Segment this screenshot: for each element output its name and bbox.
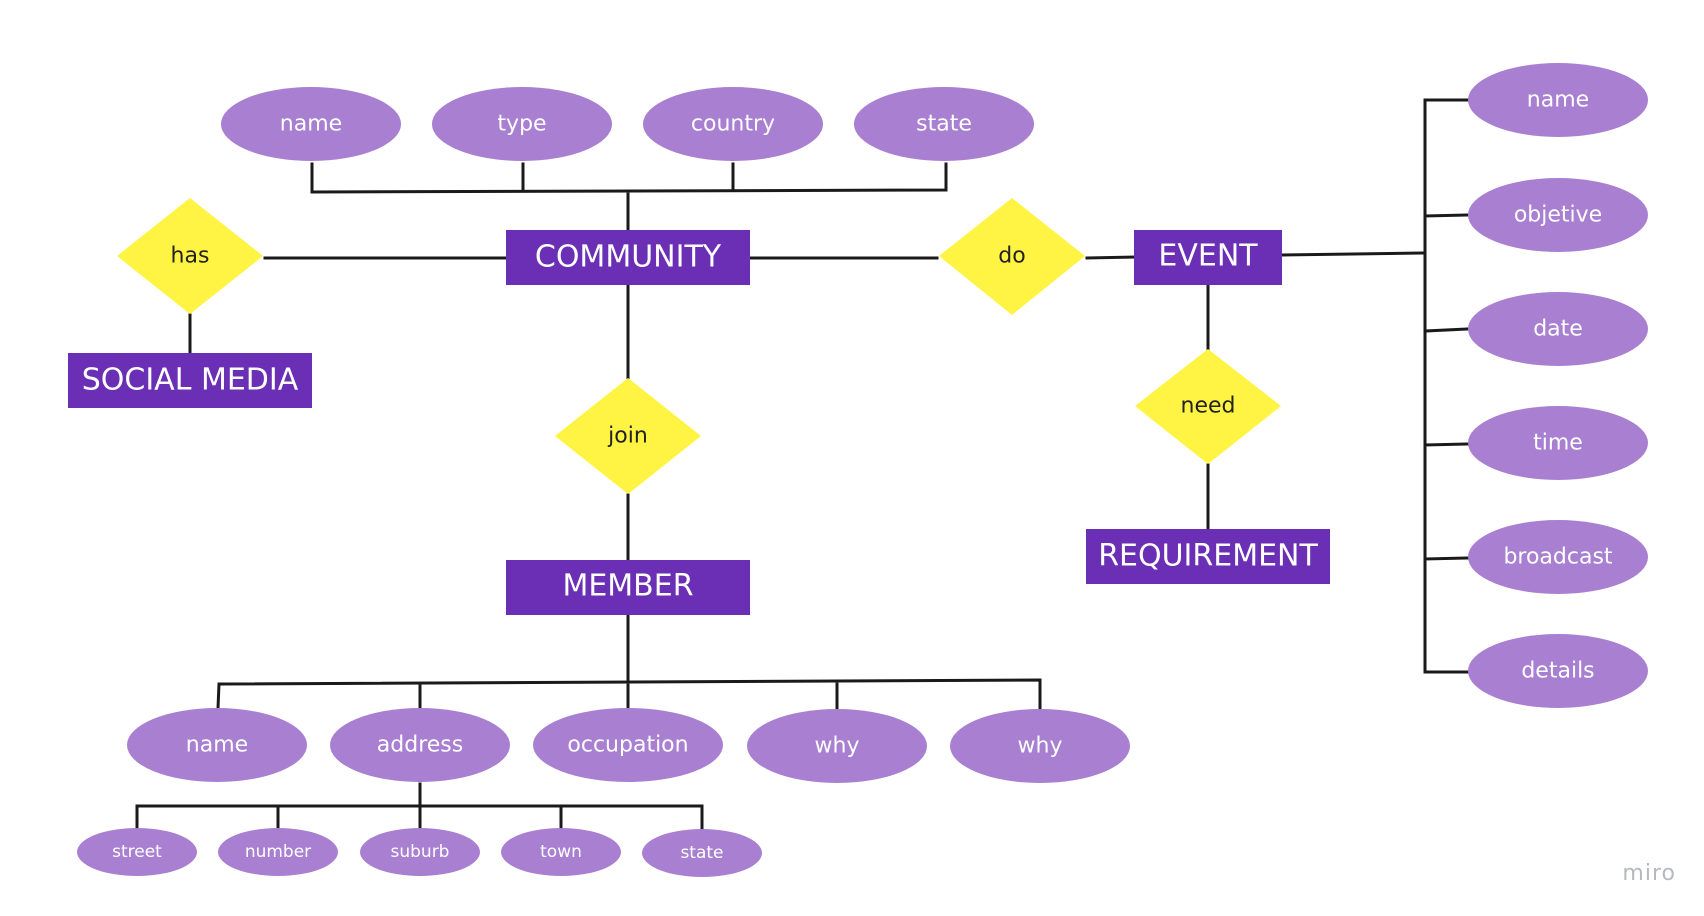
- svg-text:broadcast: broadcast: [1503, 545, 1612, 570]
- svg-text:SOCIAL MEDIA: SOCIAL MEDIA: [82, 363, 299, 398]
- member-attribute-address: address: [330, 708, 510, 782]
- svg-text:name: name: [280, 112, 342, 137]
- community-attribute-country: country: [643, 87, 823, 161]
- svg-text:street: street: [112, 842, 162, 862]
- svg-text:do: do: [998, 244, 1025, 269]
- event-attribute-details: details: [1468, 634, 1648, 708]
- event-attribute-objetive: objetive: [1468, 178, 1648, 252]
- event-attribute-time: time: [1468, 406, 1648, 480]
- address-attribute-town: town: [501, 828, 621, 876]
- entity-community: COMMUNITY: [506, 230, 750, 285]
- connector-lines: [135, 98, 1469, 830]
- svg-text:COMMUNITY: COMMUNITY: [535, 240, 722, 275]
- event-attribute-date: date: [1468, 292, 1648, 366]
- event-attribute-broadcast: broadcast: [1468, 520, 1648, 594]
- member-attribute-name: name: [127, 708, 307, 782]
- svg-text:town: town: [540, 842, 582, 862]
- line-event-attributes: [1280, 98, 1469, 674]
- svg-text:occupation: occupation: [567, 733, 688, 758]
- entity-member: MEMBER: [506, 560, 750, 615]
- svg-text:state: state: [916, 112, 972, 137]
- community-attribute-name: name: [221, 87, 401, 161]
- svg-text:why: why: [815, 734, 860, 759]
- svg-text:REQUIREMENT: REQUIREMENT: [1098, 539, 1318, 574]
- address-attribute-suburb: suburb: [360, 828, 480, 876]
- address-attribute-state: state: [642, 829, 762, 877]
- svg-text:has: has: [171, 244, 210, 269]
- member-attribute-why-2: why: [950, 709, 1130, 783]
- entity-social-media: SOCIAL MEDIA: [68, 353, 312, 408]
- svg-text:objetive: objetive: [1514, 203, 1602, 228]
- line-community-attributes: [310, 162, 948, 234]
- svg-text:EVENT: EVENT: [1158, 239, 1258, 274]
- line-address-attributes: [135, 782, 704, 830]
- address-attribute-number: number: [218, 828, 338, 876]
- svg-text:country: country: [691, 112, 775, 137]
- relationship-join: join: [555, 378, 701, 494]
- svg-text:date: date: [1533, 317, 1583, 342]
- entity-event: EVENT: [1134, 230, 1282, 285]
- svg-text:name: name: [186, 733, 248, 758]
- svg-text:MEMBER: MEMBER: [562, 569, 693, 604]
- svg-text:type: type: [497, 112, 546, 137]
- svg-text:time: time: [1533, 431, 1583, 456]
- svg-text:suburb: suburb: [391, 842, 450, 862]
- member-attribute-why-1: why: [747, 709, 927, 783]
- member-attribute-occupation: occupation: [533, 708, 723, 782]
- address-attribute-street: street: [77, 828, 197, 876]
- svg-text:number: number: [245, 842, 311, 862]
- event-attribute-name: name: [1468, 63, 1648, 137]
- line-do-event: [1085, 255, 1137, 260]
- svg-text:address: address: [377, 733, 463, 758]
- community-attribute-state: state: [854, 87, 1034, 161]
- relationship-has: has: [117, 198, 263, 314]
- relationship-need: need: [1135, 349, 1281, 464]
- svg-text:name: name: [1527, 88, 1589, 113]
- svg-text:join: join: [607, 424, 648, 449]
- entity-requirement: REQUIREMENT: [1086, 529, 1330, 584]
- svg-text:need: need: [1181, 394, 1236, 419]
- community-attribute-type: type: [432, 87, 612, 161]
- svg-text:state: state: [680, 843, 723, 863]
- line-member-attributes: [216, 613, 1042, 710]
- relationship-do: do: [939, 198, 1085, 315]
- svg-text:why: why: [1018, 734, 1063, 759]
- miro-watermark: miro: [1622, 861, 1676, 886]
- svg-text:details: details: [1521, 659, 1594, 684]
